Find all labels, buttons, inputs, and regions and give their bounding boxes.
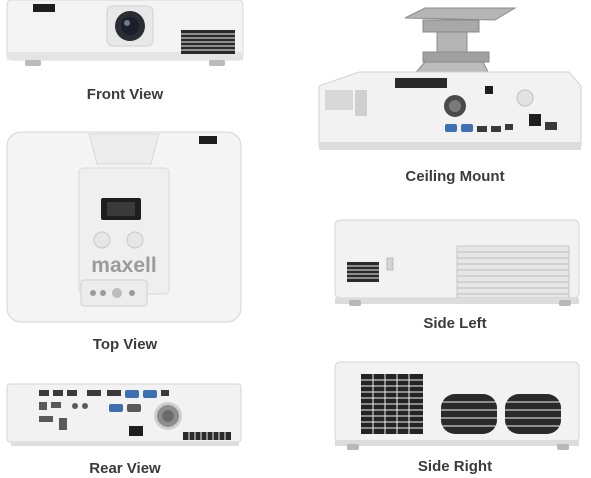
side-right-fan-vents [441,394,561,434]
rear-vent [183,432,231,440]
rear-view-image [6,383,242,446]
front-view-image [6,0,244,66]
side-left-small-vent [347,262,379,282]
top-view-image [6,131,242,323]
ceiling-mount-panel [315,6,585,156]
power-socket [129,426,143,436]
ceiling-ports [445,114,557,132]
top-view-panel: maxell [5,130,245,326]
side-right-main-vent [361,374,423,434]
top-view-label: Top View [92,336,158,353]
side-left-filter-grill [456,245,570,299]
front-vent [181,30,235,54]
rear-view-label: Rear View [89,460,161,477]
ceiling-mount-label: Ceiling Mount [405,168,505,185]
side-left-image [334,219,580,306]
front-view-label: Front View [86,86,164,103]
front-view-panel [5,0,245,80]
lens [121,17,139,35]
rear-fan-grill [154,402,182,430]
ceiling-mount-image [318,7,582,150]
side-right-label: Side Right [417,458,493,475]
brand-logo: maxell [91,254,157,277]
side-left-label: Side Left [423,315,487,332]
ceiling-vent-left [325,78,447,116]
side-right-image [334,361,580,450]
side-right-panel [333,360,583,452]
ceiling-bracket [404,7,517,79]
rear-ports [39,390,169,430]
side-left-panel [333,218,583,308]
indicator-panel [33,4,55,12]
rear-view-panel [5,382,245,452]
